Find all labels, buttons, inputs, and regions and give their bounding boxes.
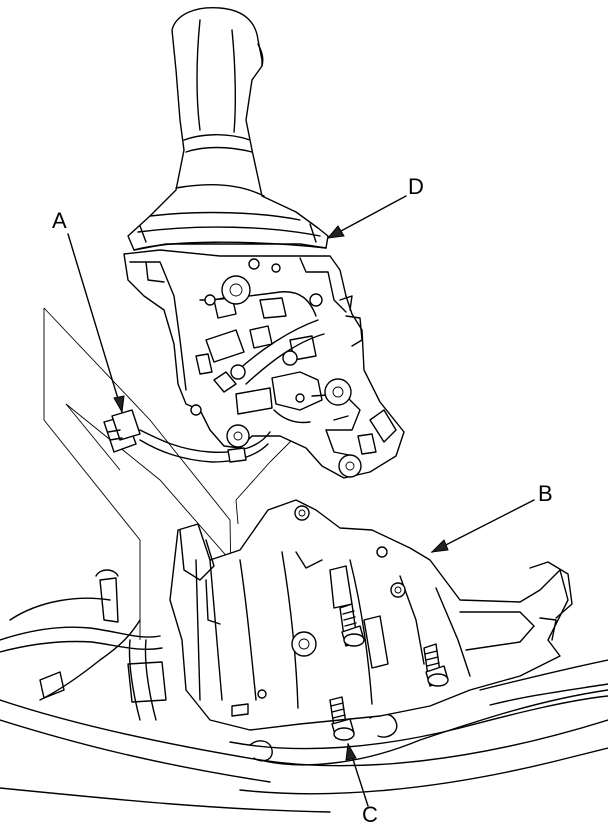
bolt-1 [339,603,365,647]
callout-b: B [538,481,553,506]
leader-lines [67,195,535,807]
leader-line-b [431,499,535,553]
callout-c: C [362,802,378,827]
shifter-housing [123,249,405,479]
callout-a: A [52,208,67,233]
bolt-2 [423,643,449,687]
connector-harness [103,409,271,463]
bolt-3 [329,696,355,741]
callout-d: D [408,174,424,199]
arrowhead-d [326,225,345,239]
leader-line-a [67,233,123,413]
mounting-bracket [169,499,573,731]
arrowhead-a [113,395,125,414]
bolts [329,603,449,741]
arrowhead-b [430,539,449,553]
floor-harness [0,659,608,813]
left-wiring [0,569,167,721]
arrowhead-c [345,742,357,761]
shift-lever-boot [127,7,329,251]
